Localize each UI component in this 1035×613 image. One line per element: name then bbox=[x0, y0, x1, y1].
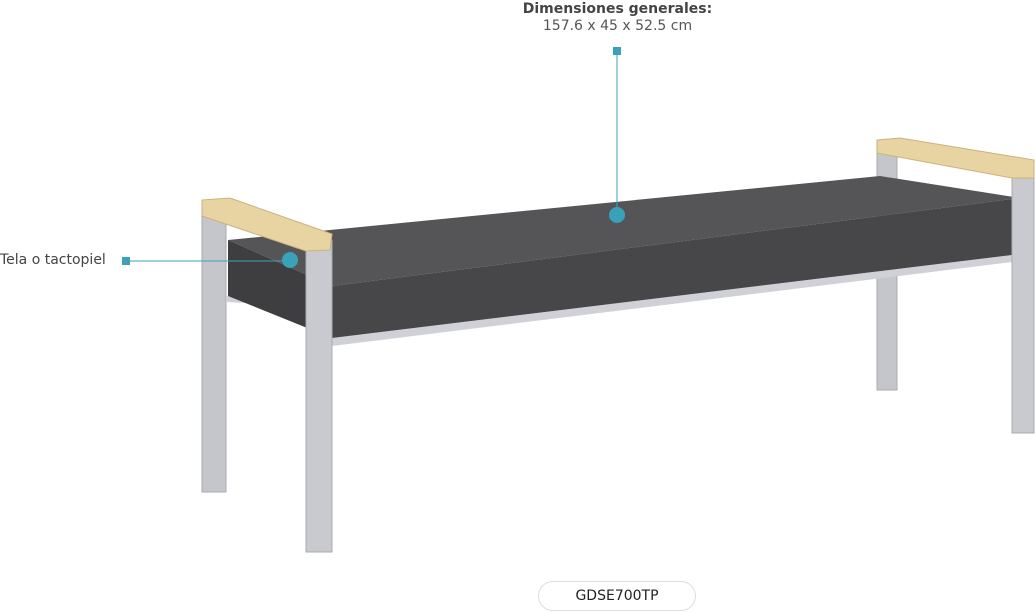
product-code-button[interactable]: GDSE700TP bbox=[538, 581, 696, 611]
front-rail bbox=[332, 255, 1012, 346]
fabric-callout-label: Tela o tactopiel bbox=[0, 252, 106, 268]
right-armrest bbox=[876, 137, 1035, 179]
dimensions-value: 157.6 x 45 x 52.5 cm bbox=[542, 18, 693, 34]
dimensions-hotspot[interactable] bbox=[609, 207, 625, 223]
seat-front bbox=[332, 198, 1020, 338]
fabric-hotspot[interactable] bbox=[282, 252, 298, 268]
left-back-leg bbox=[201, 209, 227, 493]
dimensions-callout: Dimensiones generales: 157.6 x 45 x 52.5… bbox=[0, 0, 1035, 35]
seat-top bbox=[228, 176, 1020, 286]
fabric-marker-icon bbox=[122, 257, 130, 265]
dimensions-marker-icon bbox=[613, 47, 621, 55]
right-front-leg bbox=[1011, 171, 1035, 434]
dimensions-label: Dimensiones generales: bbox=[522, 1, 713, 17]
left-armrest bbox=[201, 197, 333, 252]
left-front-leg bbox=[305, 239, 333, 553]
